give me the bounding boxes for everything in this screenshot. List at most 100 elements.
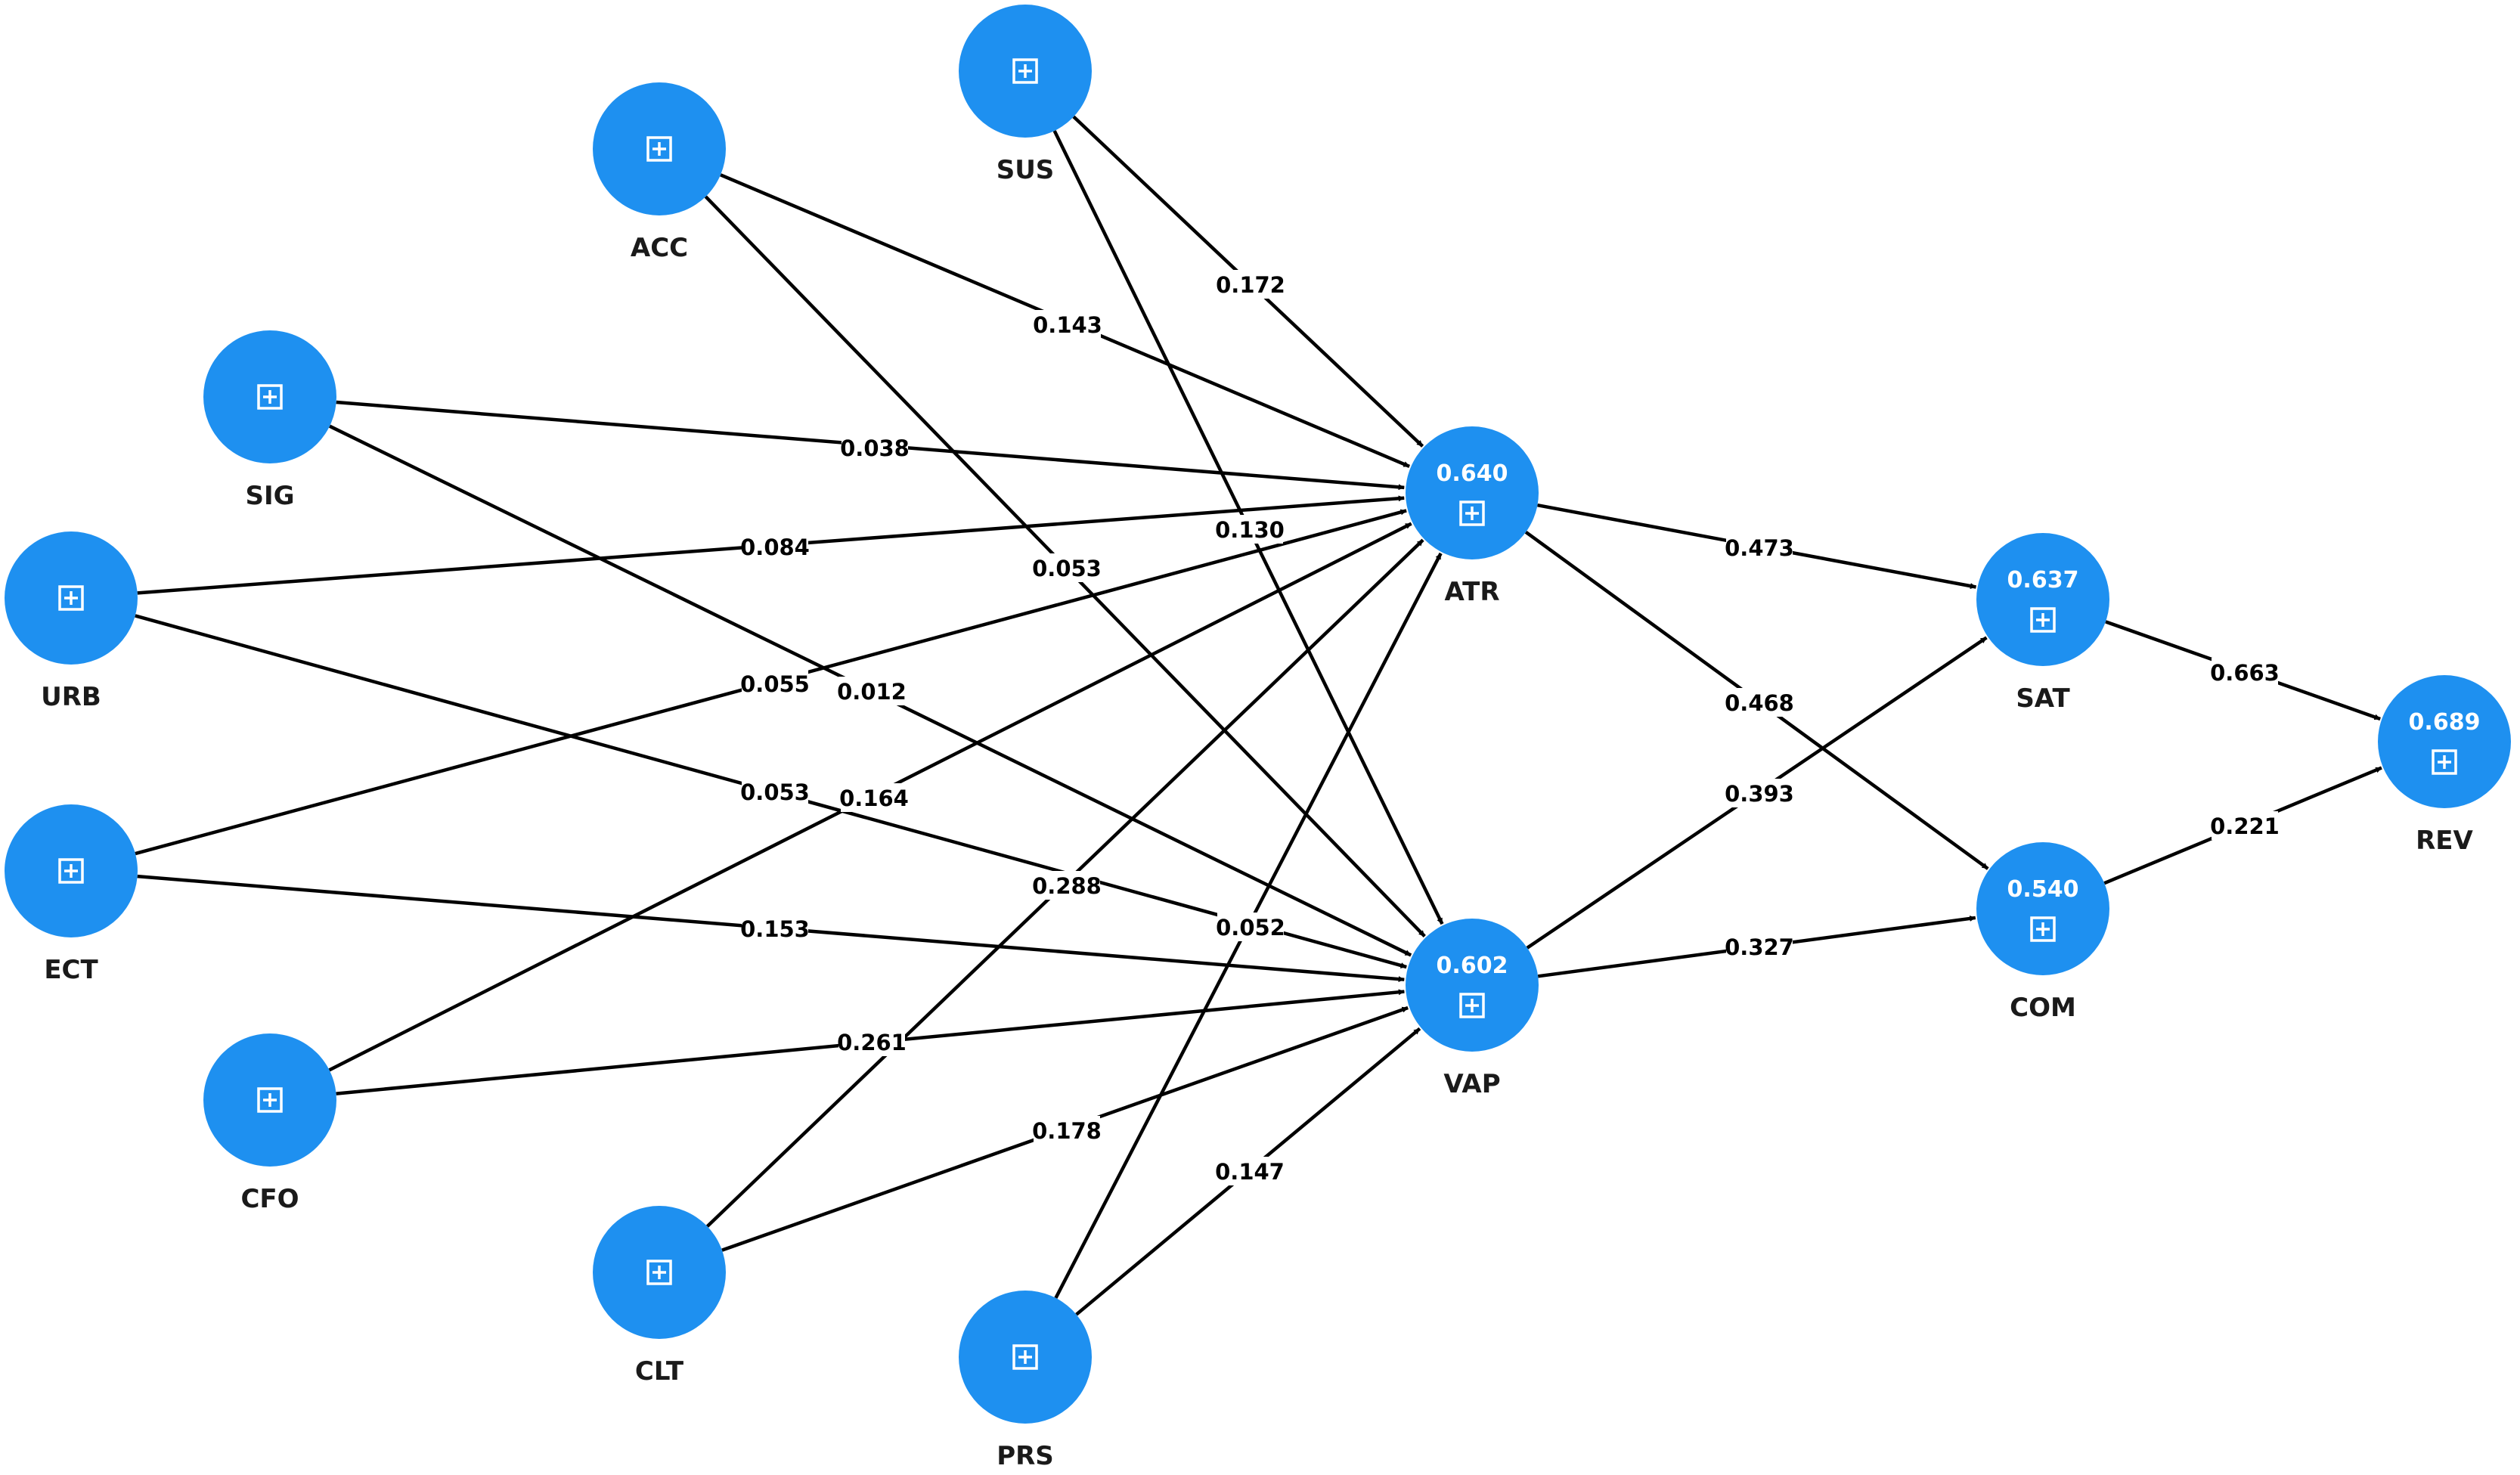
path-coefficient-label: 0.164 (839, 786, 909, 811)
path-coefficient-label: 0.143 (1033, 312, 1102, 338)
path-coefficient-acc-vap: 0.053 (1032, 553, 1102, 582)
path-coefficient-label: 0.055 (740, 671, 810, 697)
r-squared-value: 0.689 (2409, 709, 2481, 736)
path-coefficient-background (742, 777, 808, 806)
construct-sus[interactable]: SUS (959, 5, 1092, 185)
expand-plus-square-icon[interactable] (1012, 58, 1038, 84)
path-coefficient-cfo-atr: 0.164 (839, 783, 909, 812)
path-coefficient-background (1034, 1116, 1100, 1145)
construct-label: CLT (635, 1356, 684, 1387)
path-coefficient-prs-vap: 0.147 (1215, 1157, 1285, 1185)
expand-plus-square-icon[interactable] (257, 384, 283, 410)
path-coefficient-urb-vap: 0.053 (740, 777, 810, 806)
r-squared-value: 0.640 (1437, 460, 1508, 487)
construct-label: CFO (240, 1184, 299, 1214)
path-coefficient-background (1726, 533, 1793, 562)
construct-circle[interactable] (1976, 842, 2109, 975)
expand-plus-square-icon[interactable] (1012, 1344, 1038, 1370)
construct-label: VAP (1443, 1069, 1500, 1099)
construct-label: SUS (997, 155, 1055, 185)
path-coefficient-ect-vap: 0.153 (740, 914, 810, 943)
construct-prs[interactable]: PRS (959, 1291, 1092, 1471)
expand-plus-square-icon[interactable] (1459, 993, 1485, 1018)
path-coefficient-background (1217, 270, 1284, 299)
path-coefficient-background (838, 677, 905, 705)
path-coefficient-sus-vap: 0.130 (1215, 515, 1285, 544)
path-coefficient-label: 0.221 (2210, 813, 2280, 839)
construct-circle[interactable] (1406, 426, 1539, 559)
path-coefficient-label: 0.053 (740, 779, 810, 805)
path-coefficient-background (1726, 688, 1793, 717)
path-coefficient-background (841, 783, 907, 812)
path-coefficient-label: 0.663 (2210, 660, 2280, 686)
construct-acc[interactable]: ACC (593, 82, 726, 263)
path-coefficient-background (742, 669, 808, 698)
construct-label: ACC (631, 233, 688, 263)
construct-circle[interactable] (1406, 919, 1539, 1052)
path-coefficient-label: 0.038 (840, 435, 910, 461)
path-coefficient-sat-rev: 0.663 (2210, 658, 2280, 686)
path-coefficient-background (2212, 811, 2278, 840)
path-coefficient-background (1034, 871, 1100, 900)
construct-urb[interactable]: URB (5, 531, 138, 712)
path-coefficient-label: 0.473 (1725, 535, 1794, 561)
expand-plus-square-icon[interactable] (646, 1260, 672, 1285)
path-coefficient-clt-vap: 0.178 (1032, 1116, 1102, 1145)
path-coefficient-label: 0.172 (1216, 272, 1285, 298)
path-coefficient-sig-atr: 0.038 (840, 433, 910, 462)
path-coefficient-sig-vap: 0.012 (837, 677, 907, 705)
construct-label: SAT (2016, 683, 2070, 714)
construct-label: ECT (44, 955, 98, 985)
construct-label: SIG (245, 481, 294, 511)
r-squared-value: 0.540 (2007, 876, 2079, 903)
expand-plus-square-icon[interactable] (1459, 500, 1485, 526)
path-coefficient-urb-atr: 0.084 (740, 532, 810, 561)
construct-ect[interactable]: ECT (5, 804, 138, 985)
path-coefficient-label: 0.393 (1725, 781, 1794, 807)
path-coefficient-background (842, 433, 908, 462)
r-squared-value: 0.602 (1437, 953, 1508, 979)
construct-circle[interactable] (2378, 675, 2511, 808)
path-coefficient-background (1726, 779, 1793, 807)
expand-plus-square-icon[interactable] (2030, 607, 2056, 633)
construct-cfo[interactable]: CFO (203, 1033, 336, 1214)
path-coefficient-label: 0.468 (1725, 690, 1794, 716)
construct-label: PRS (997, 1441, 1054, 1471)
construct-circle[interactable] (1976, 533, 2109, 666)
expand-plus-square-icon[interactable] (58, 858, 84, 884)
path-coefficient-label: 0.130 (1215, 517, 1285, 543)
path-coefficient-label: 0.178 (1032, 1118, 1102, 1144)
expand-plus-square-icon[interactable] (2030, 916, 2056, 942)
expand-plus-square-icon[interactable] (2432, 749, 2457, 775)
path-coefficient-label: 0.052 (1216, 915, 1285, 940)
path-coefficient-ect-atr: 0.055 (740, 669, 810, 698)
expand-plus-square-icon[interactable] (58, 585, 84, 611)
path-coefficient-label: 0.288 (1032, 873, 1102, 899)
path-coefficient-background (1217, 913, 1284, 941)
r-squared-value: 0.637 (2007, 567, 2079, 593)
construct-label: URB (41, 682, 101, 712)
construct-clt[interactable]: CLT (593, 1206, 726, 1387)
path-coefficient-com-rev: 0.221 (2210, 811, 2280, 840)
path-coefficient-background (2212, 658, 2278, 686)
path-coefficient-background (742, 532, 808, 561)
path-coefficient-background (838, 1027, 905, 1056)
path-coefficient-background (1034, 553, 1100, 582)
path-coefficient-background (1217, 515, 1283, 544)
expand-plus-square-icon[interactable] (646, 136, 672, 162)
expand-plus-square-icon[interactable] (257, 1087, 283, 1113)
path-coefficient-label: 0.147 (1215, 1159, 1285, 1185)
construct-sig[interactable]: SIG (203, 330, 336, 511)
path-coefficient-vap-com: 0.327 (1725, 932, 1794, 961)
path-coefficient-label: 0.261 (837, 1030, 907, 1055)
path-coefficient-background (1217, 1157, 1283, 1185)
path-coefficient-cfo-vap: 0.261 (837, 1027, 907, 1056)
path-coefficient-label: 0.153 (740, 916, 810, 942)
construct-label: COM (2010, 993, 2076, 1023)
